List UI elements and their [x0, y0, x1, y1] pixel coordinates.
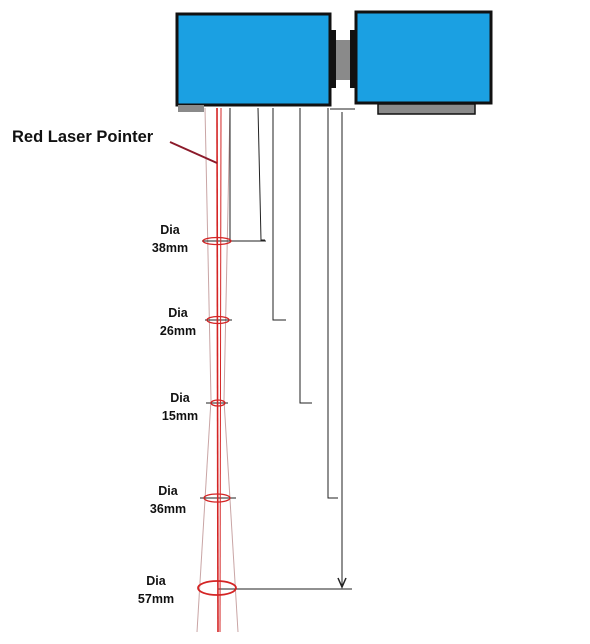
spot-label-4: Dia 36mm [138, 482, 198, 518]
laser-head [175, 12, 332, 112]
leader-3 [272, 108, 286, 321]
spot-label-4-line2: 36mm [149, 502, 187, 516]
beam-edge-right-lower [223, 399, 239, 633]
laser-beam-line-2 [219, 107, 222, 633]
scan-head-base [377, 103, 476, 115]
beam-edge-right [223, 107, 231, 401]
distance-leaders [218, 107, 355, 590]
red-laser-pointer-label: Red Laser Pointer [12, 128, 154, 146]
coupler-flange-left [330, 30, 336, 88]
spot-label-2-line1: Dia [168, 306, 188, 320]
pointer-arrow [169, 141, 218, 164]
scan-head [354, 10, 493, 115]
leader-2 [257, 107, 265, 241]
spot-label-5: Dia 57mm [126, 572, 186, 608]
laser-head-foot [178, 105, 204, 112]
beam-envelope [196, 107, 239, 633]
spot-label-3-line1: Dia [170, 391, 190, 405]
spot-label-3-line2: 15mm [161, 409, 199, 423]
coupler [330, 30, 356, 88]
beam-spot-2 [206, 315, 230, 325]
spot-label-4-line1: Dia [158, 484, 178, 498]
beam-edge-left-lower [196, 399, 212, 633]
beam-spot-1 [202, 236, 232, 246]
spot-label-1: Dia 38mm [140, 221, 200, 257]
beam-spot-5 [197, 580, 237, 596]
coupler-body [336, 40, 350, 80]
beam-spot-3 [210, 399, 226, 407]
laser-head-body [175, 12, 332, 107]
beam-spot-4 [203, 493, 231, 503]
beam-spots [197, 236, 237, 596]
spot-label-5-line2: 57mm [137, 592, 175, 606]
spot-label-2-line2: 26mm [159, 324, 197, 338]
scan-head-body [354, 10, 493, 105]
laser-beam-line [216, 107, 219, 633]
leader-4 [299, 108, 312, 404]
laser-beam [216, 107, 222, 633]
overall-distance-arrowhead [337, 577, 347, 589]
spot-label-1-line1: Dia [160, 223, 180, 237]
spot-label-5-line1: Dia [146, 574, 166, 588]
spot-label-1-line2: 38mm [151, 241, 189, 255]
coupler-flange-right [350, 30, 356, 88]
beam-edge-left [204, 107, 212, 401]
spot-label-2: Dia 26mm [148, 304, 208, 340]
leader-5 [327, 108, 338, 499]
spot-label-3: Dia 15mm [150, 389, 210, 425]
